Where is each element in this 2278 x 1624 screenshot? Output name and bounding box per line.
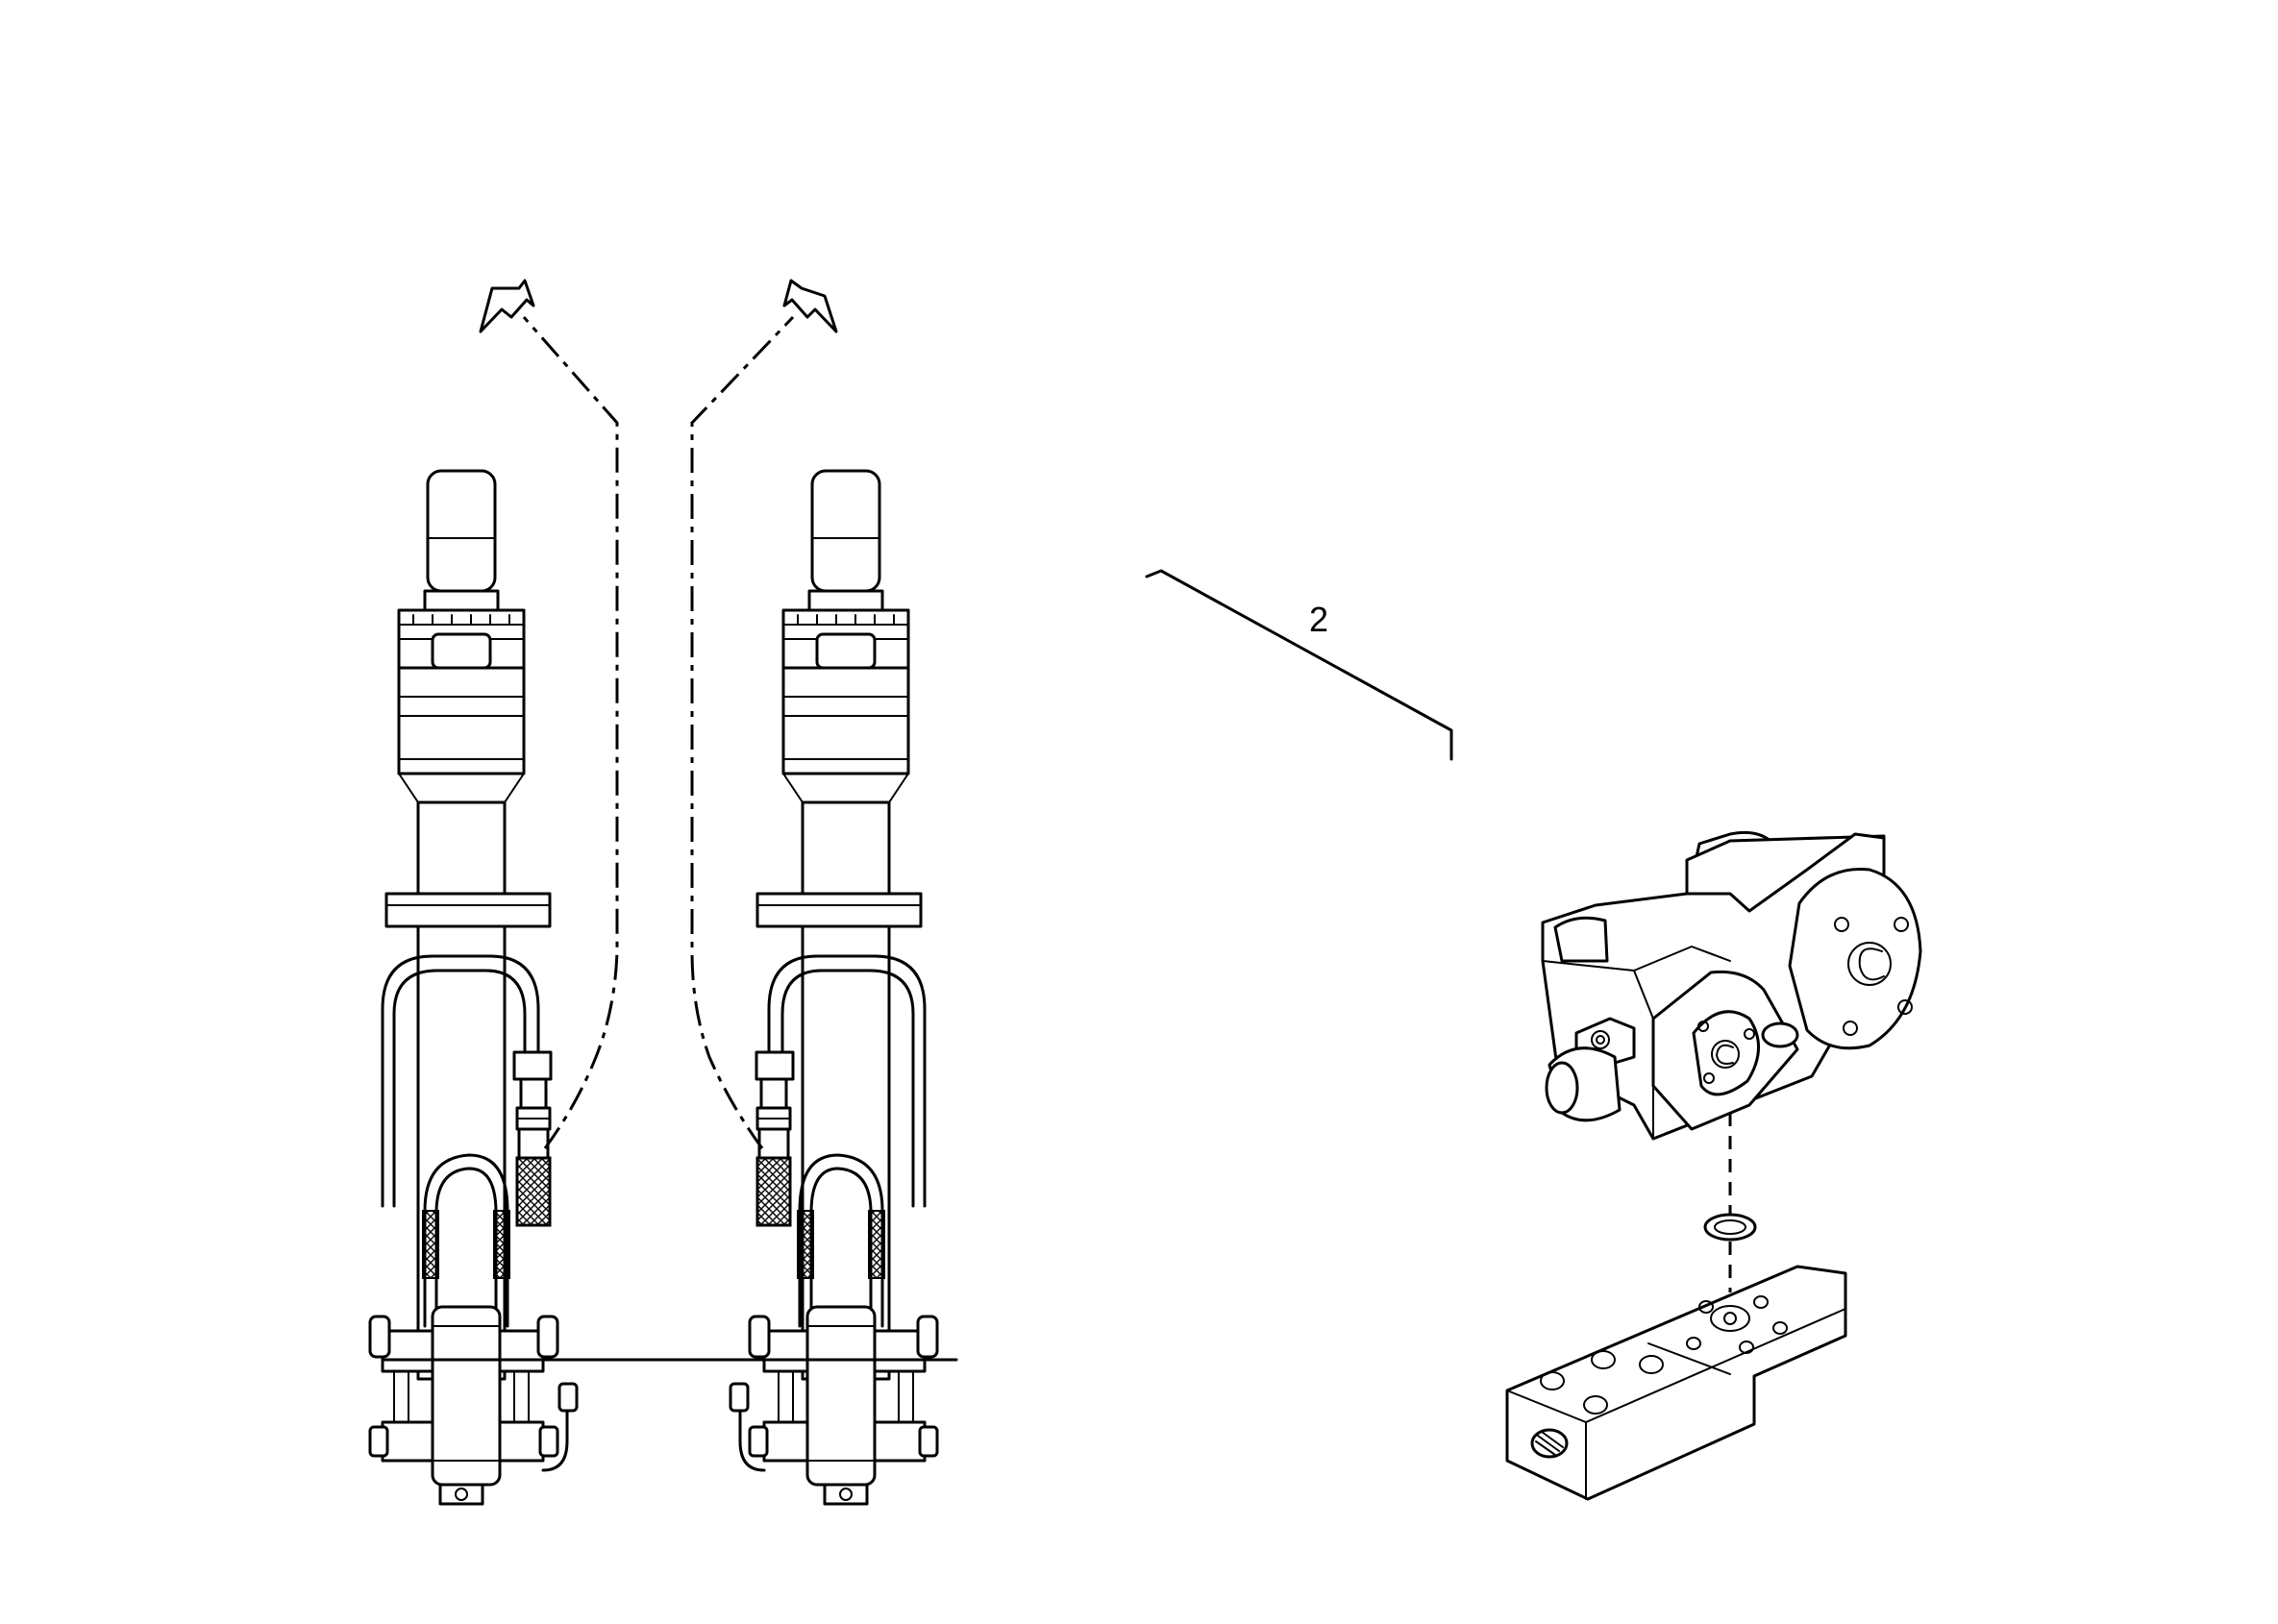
left-leader-line xyxy=(522,316,619,1149)
callout-2-leader xyxy=(1145,569,1453,761)
callout-2-label: 2 xyxy=(1309,600,1328,639)
right-leader-line xyxy=(690,315,795,1149)
left-actuator-assembly xyxy=(368,469,579,1506)
right-arrow-icon xyxy=(782,279,838,333)
right-actuator-assembly xyxy=(729,469,939,1506)
left-arrow-icon xyxy=(479,279,535,333)
servo-valve-detail xyxy=(1505,830,1922,1501)
